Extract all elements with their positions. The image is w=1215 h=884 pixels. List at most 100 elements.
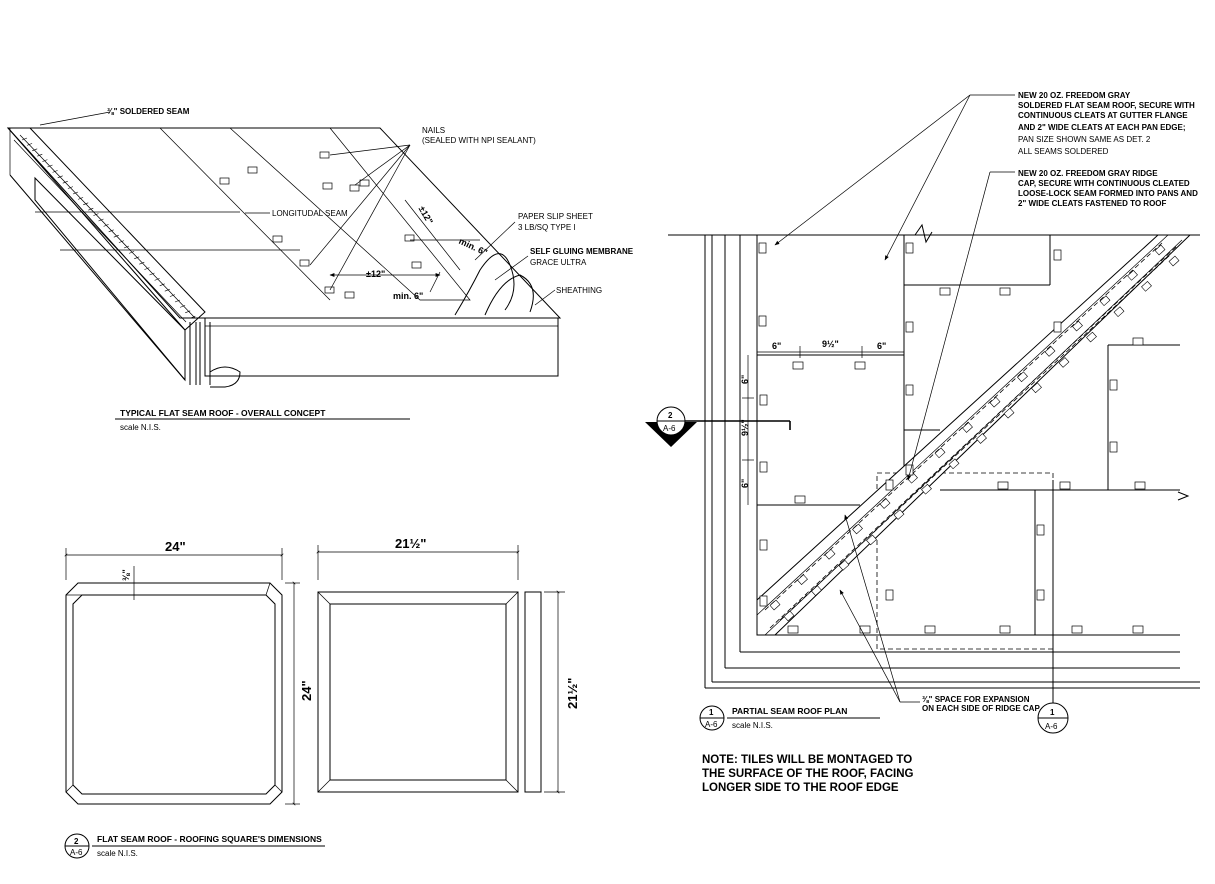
- hatch-tick: [118, 240, 125, 243]
- section-sheet: A-6: [663, 424, 676, 433]
- square-outer: [65, 582, 283, 805]
- hatch-tick: [169, 294, 176, 297]
- hatch-tick: [32, 148, 38, 152]
- dim-plan-9half: 9½": [822, 339, 839, 349]
- ridge-cleat: [783, 610, 795, 622]
- scale-roofing-squares: scale N.I.S.: [97, 849, 138, 858]
- hatch-tick: [185, 310, 191, 314]
- ridge-cleat: [1099, 295, 1111, 307]
- gutter-roll: [209, 366, 241, 388]
- ridge-cleat: [1113, 306, 1125, 318]
- break-mark-top: [914, 223, 933, 244]
- square-inner: [72, 594, 276, 795]
- cleat-mark: [272, 235, 283, 243]
- label-paper-slip-spec: 3 LB/SQ TYPE I: [518, 223, 576, 232]
- hatch-tick: [128, 251, 135, 254]
- pan-cleat: [1132, 337, 1144, 346]
- hatch-tick: [77, 197, 84, 200]
- pan-cleat: [885, 589, 894, 601]
- dim-square-width: 24": [165, 539, 186, 554]
- ridge-cleat: [769, 599, 781, 611]
- pan-side-profile: [524, 591, 542, 793]
- dim-min6-slanted: min. 6": [457, 236, 489, 258]
- ridge-cleat: [797, 574, 808, 585]
- callout-pans-line-2: SOLDERED FLAT SEAM ROOF, SECURE WITH: [1018, 101, 1195, 110]
- callout-pans-line-6: ALL SEAMS SOLDERED: [1018, 147, 1109, 156]
- label-paper-slip: PAPER SLIP SHEET: [518, 212, 593, 221]
- dim-square-height: 24": [299, 680, 314, 701]
- hatch-tick: [57, 175, 63, 179]
- pan-cleat: [854, 361, 866, 370]
- ridge-cleat: [852, 523, 863, 535]
- label-longitudinal-seam: LONGITUDAL SEAM: [272, 209, 348, 218]
- hatch-tick: [62, 180, 68, 184]
- ridge-cleat: [1127, 270, 1138, 281]
- pan-cleat: [1134, 481, 1146, 490]
- pan-cleat: [1053, 321, 1062, 333]
- pan-outer: [317, 591, 519, 793]
- roof-body: [204, 317, 559, 377]
- section-bubble-bottom-sheet: A-6: [1045, 722, 1058, 731]
- scale-partial-plan: scale N.I.S.: [732, 721, 773, 730]
- plan-cleats: [758, 242, 1146, 634]
- dim-plan-v6-top: 6": [740, 375, 750, 384]
- ridge-cleat: [838, 559, 850, 571]
- gutter-edge: [6, 127, 206, 331]
- longitudinal-seam-line: [159, 127, 331, 301]
- hatch-tick: [108, 229, 114, 233]
- note-line-1: NOTE: TILES WILL BE MONTAGED TO: [702, 754, 912, 766]
- hatch-tick: [21, 137, 28, 141]
- general-note: NOTE: TILES WILL BE MONTAGED TO THE SURF…: [702, 754, 914, 794]
- label-nails: NAILS: [422, 126, 445, 135]
- ridge-cap-band: [756, 234, 1192, 636]
- ridge-cleat: [1017, 371, 1028, 383]
- pan-cleat: [1036, 589, 1045, 601]
- pan-cleat: [859, 625, 871, 634]
- membrane-curl: [454, 253, 515, 316]
- dim-fold-small: ⅜": [121, 569, 131, 581]
- hatch-tick: [144, 267, 150, 270]
- expansion-note-line-2: ON EACH SIDE OF RIDGE CAP: [922, 704, 1040, 713]
- pan-cleat: [759, 539, 768, 551]
- hatch-tick: [154, 278, 160, 281]
- hatch-tick: [174, 299, 181, 303]
- leader-soldered: [39, 111, 111, 126]
- hatch-tick: [93, 213, 99, 216]
- hatch-tick: [47, 164, 53, 168]
- ridge-cleat: [1168, 255, 1180, 267]
- hatch-tick: [37, 153, 43, 157]
- ridge-cleat: [1072, 320, 1083, 332]
- cleat-mark: [404, 234, 415, 242]
- hatch-tick: [113, 234, 119, 238]
- hatch-tick: [179, 305, 186, 308]
- hatch-tick: [98, 218, 104, 222]
- plan-title-bubble-sheet: A-6: [705, 720, 718, 729]
- pan-cleat: [924, 625, 936, 634]
- pan-cleat: [1036, 524, 1045, 536]
- hatch-tick: [88, 207, 94, 211]
- label-soldered-seam: ⅜" SOLDERED SEAM: [107, 107, 190, 116]
- dim-plan-v9half: 9½": [740, 419, 750, 436]
- note-line-3: LONGER SIDE TO THE ROOF EDGE: [702, 782, 899, 794]
- ridge-cleat: [1044, 346, 1056, 357]
- fascia: [34, 176, 186, 382]
- cleat-mark: [322, 182, 333, 190]
- roofing-squares-detail: 24" ⅜" 24" 21½" 21½" 2 A: [64, 536, 580, 859]
- title-overall-concept: TYPICAL FLAT SEAM ROOF - OVERALL CONCEPT: [120, 408, 326, 418]
- callout-pans-line-1: NEW 20 OZ. FREEDOM GRAY: [1018, 91, 1131, 100]
- cleat-mark: [411, 261, 422, 269]
- pan-cleat: [787, 625, 799, 634]
- hatch-tick: [164, 288, 170, 292]
- ridge-cleat: [921, 483, 932, 495]
- pan-cleat: [759, 394, 768, 406]
- pan-cleat: [1132, 625, 1144, 634]
- bubble-sheet: A-6: [70, 848, 83, 857]
- dim-12-slanted: ±12": [417, 204, 435, 226]
- ridge-cleat: [879, 498, 891, 509]
- pan-cleat: [905, 384, 914, 396]
- overall-concept-detail: ⅜" SOLDERED SEAM NAILS (SEALED WITH NPI …: [6, 107, 634, 432]
- ridge-cleat: [893, 509, 905, 520]
- cleat-mark: [319, 151, 330, 159]
- partial-roof-plan-detail: 6" 9½" 6" 6" 9½" 6" 2 A-6 NEW 20 OZ. FRE…: [645, 91, 1200, 734]
